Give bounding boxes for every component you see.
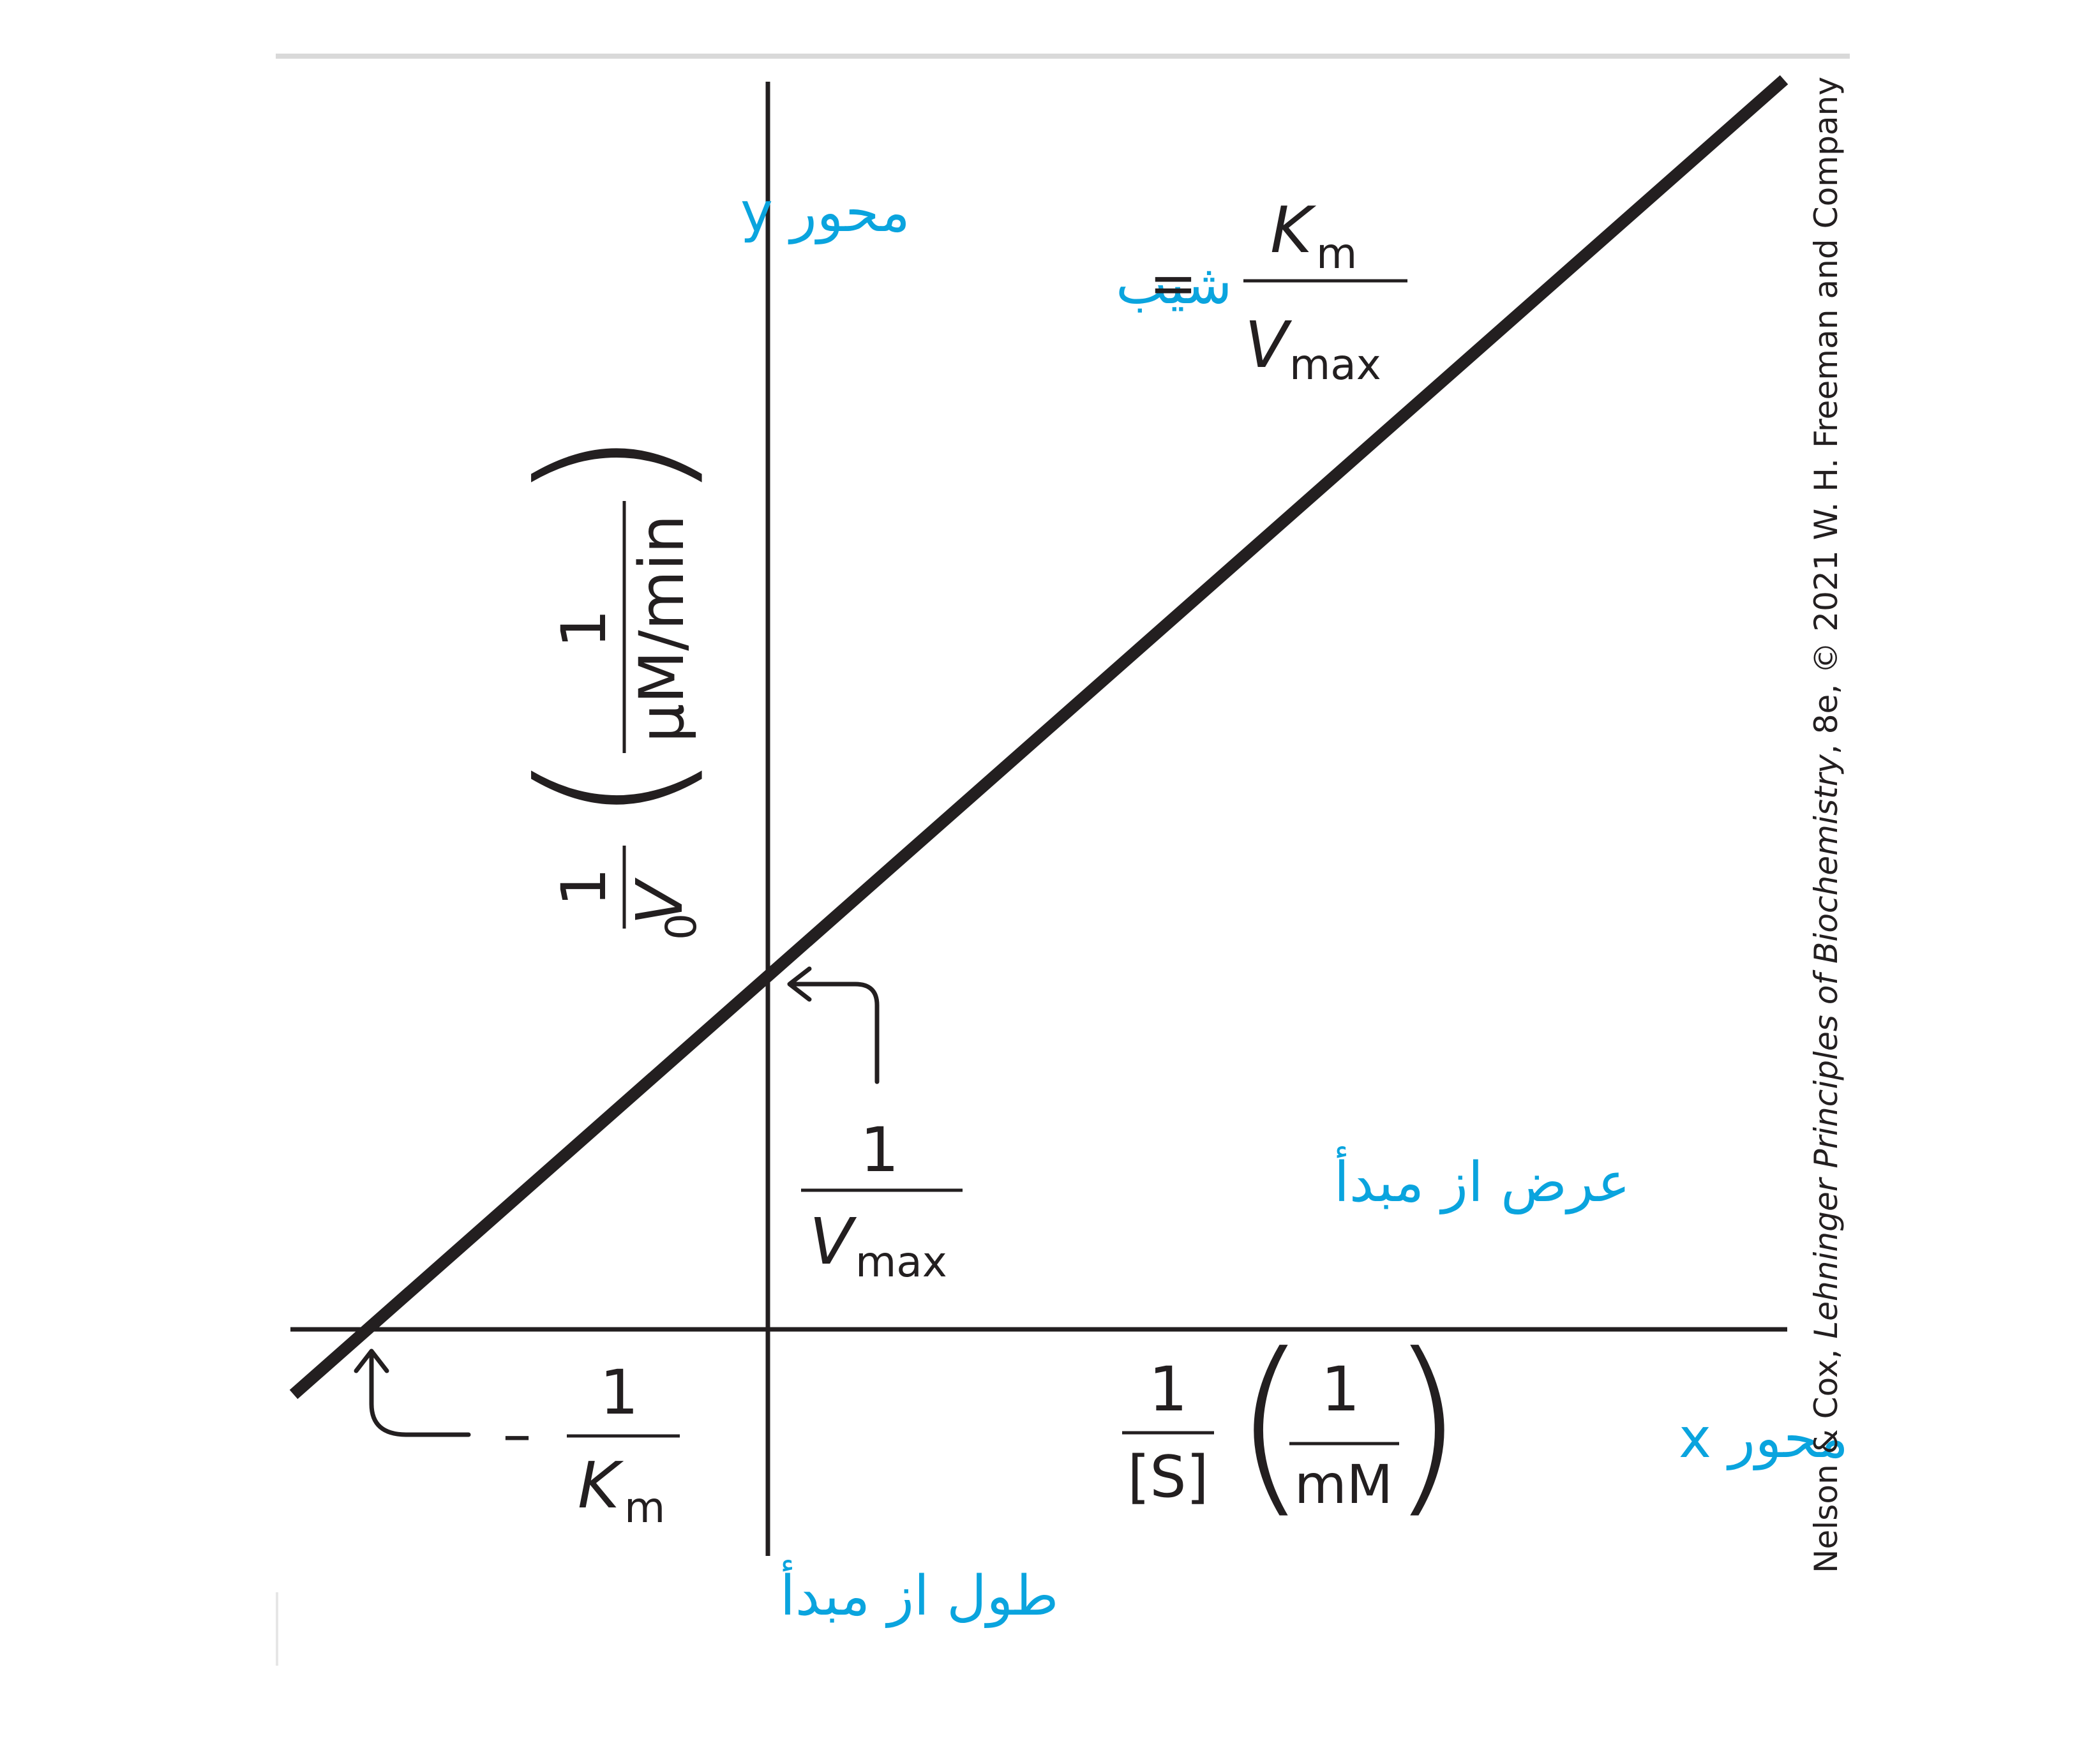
y-axis-denominator-sub: 0 <box>657 913 706 940</box>
y-axis-numerator: 1 <box>548 867 620 906</box>
credit-publisher: , 8e, © 2021 W. H. Freeman and Company <box>1808 77 1845 754</box>
x-axis-unit-denominator: mM <box>1294 1453 1393 1516</box>
x-intercept-label: – 1 K m <box>503 1357 680 1532</box>
lineweaver-burk-line <box>289 75 1789 1400</box>
y-axis-unit-open-paren: ( <box>499 751 722 825</box>
x-intercept-arrow <box>369 1354 471 1437</box>
x-axis-annotation: محور x <box>1679 1407 1849 1470</box>
x-intercept-annotation: طول از مبدأ <box>780 1560 1059 1628</box>
x-axis-unit-numerator: 1 <box>1321 1354 1360 1425</box>
slope-annotation: شیب <box>1116 253 1232 317</box>
y-axis-unit-denominator: μM/min <box>626 514 698 742</box>
y-intercept-denominator-sub: max <box>855 1237 947 1287</box>
y-intercept-label: 1 V max <box>801 1114 963 1287</box>
slope-denominator: V <box>1245 308 1293 382</box>
y-axis-annotation: محور y <box>740 181 910 244</box>
slope-formula: = K m V max <box>1149 193 1407 389</box>
x-axis-unit-close-paren: ) <box>1389 1313 1464 1536</box>
x-axis-denominator: [S] <box>1127 1444 1208 1511</box>
y-intercept-denominator: V <box>809 1204 857 1279</box>
x-axis-unit-open-paren: ( <box>1233 1313 1307 1536</box>
y-intercept-arrowhead <box>787 966 812 1002</box>
x-intercept-arrowhead <box>354 1349 389 1373</box>
slope-numerator-sub: m <box>1316 229 1357 278</box>
y-intercept-numerator: 1 <box>860 1114 899 1186</box>
credit-book-title: Lehninger Principles of Biochemistry <box>1808 754 1845 1339</box>
credit-authors: Nelson & Cox, <box>1808 1339 1845 1573</box>
y-axis-unit-numerator: 1 <box>548 609 620 648</box>
x-intercept-denominator: K <box>578 1448 624 1523</box>
copyright-credit: Nelson & Cox, Lehninger Principles of Bi… <box>1808 77 1845 1573</box>
slope-denominator-sub: max <box>1289 340 1381 389</box>
y-axis-label: 1 V 0 ( 1 μM/min ) <box>499 428 722 940</box>
y-axis-unit-close-paren: ) <box>499 428 722 503</box>
x-intercept-numerator: 1 <box>599 1357 638 1428</box>
y-intercept-annotation: عرض از مبدأ <box>1334 1146 1630 1214</box>
y-axis-denominator: V <box>622 877 697 925</box>
slope-numerator: K <box>1270 193 1317 267</box>
x-axis-label: 1 [S] ( 1 mM ) <box>1122 1313 1464 1536</box>
y-intercept-arrow <box>792 982 880 1084</box>
slope-equals-sign: = <box>1149 250 1197 317</box>
x-intercept-sign: – <box>503 1401 532 1468</box>
x-intercept-denominator-sub: m <box>624 1483 665 1532</box>
x-axis-numerator: 1 <box>1148 1354 1187 1425</box>
